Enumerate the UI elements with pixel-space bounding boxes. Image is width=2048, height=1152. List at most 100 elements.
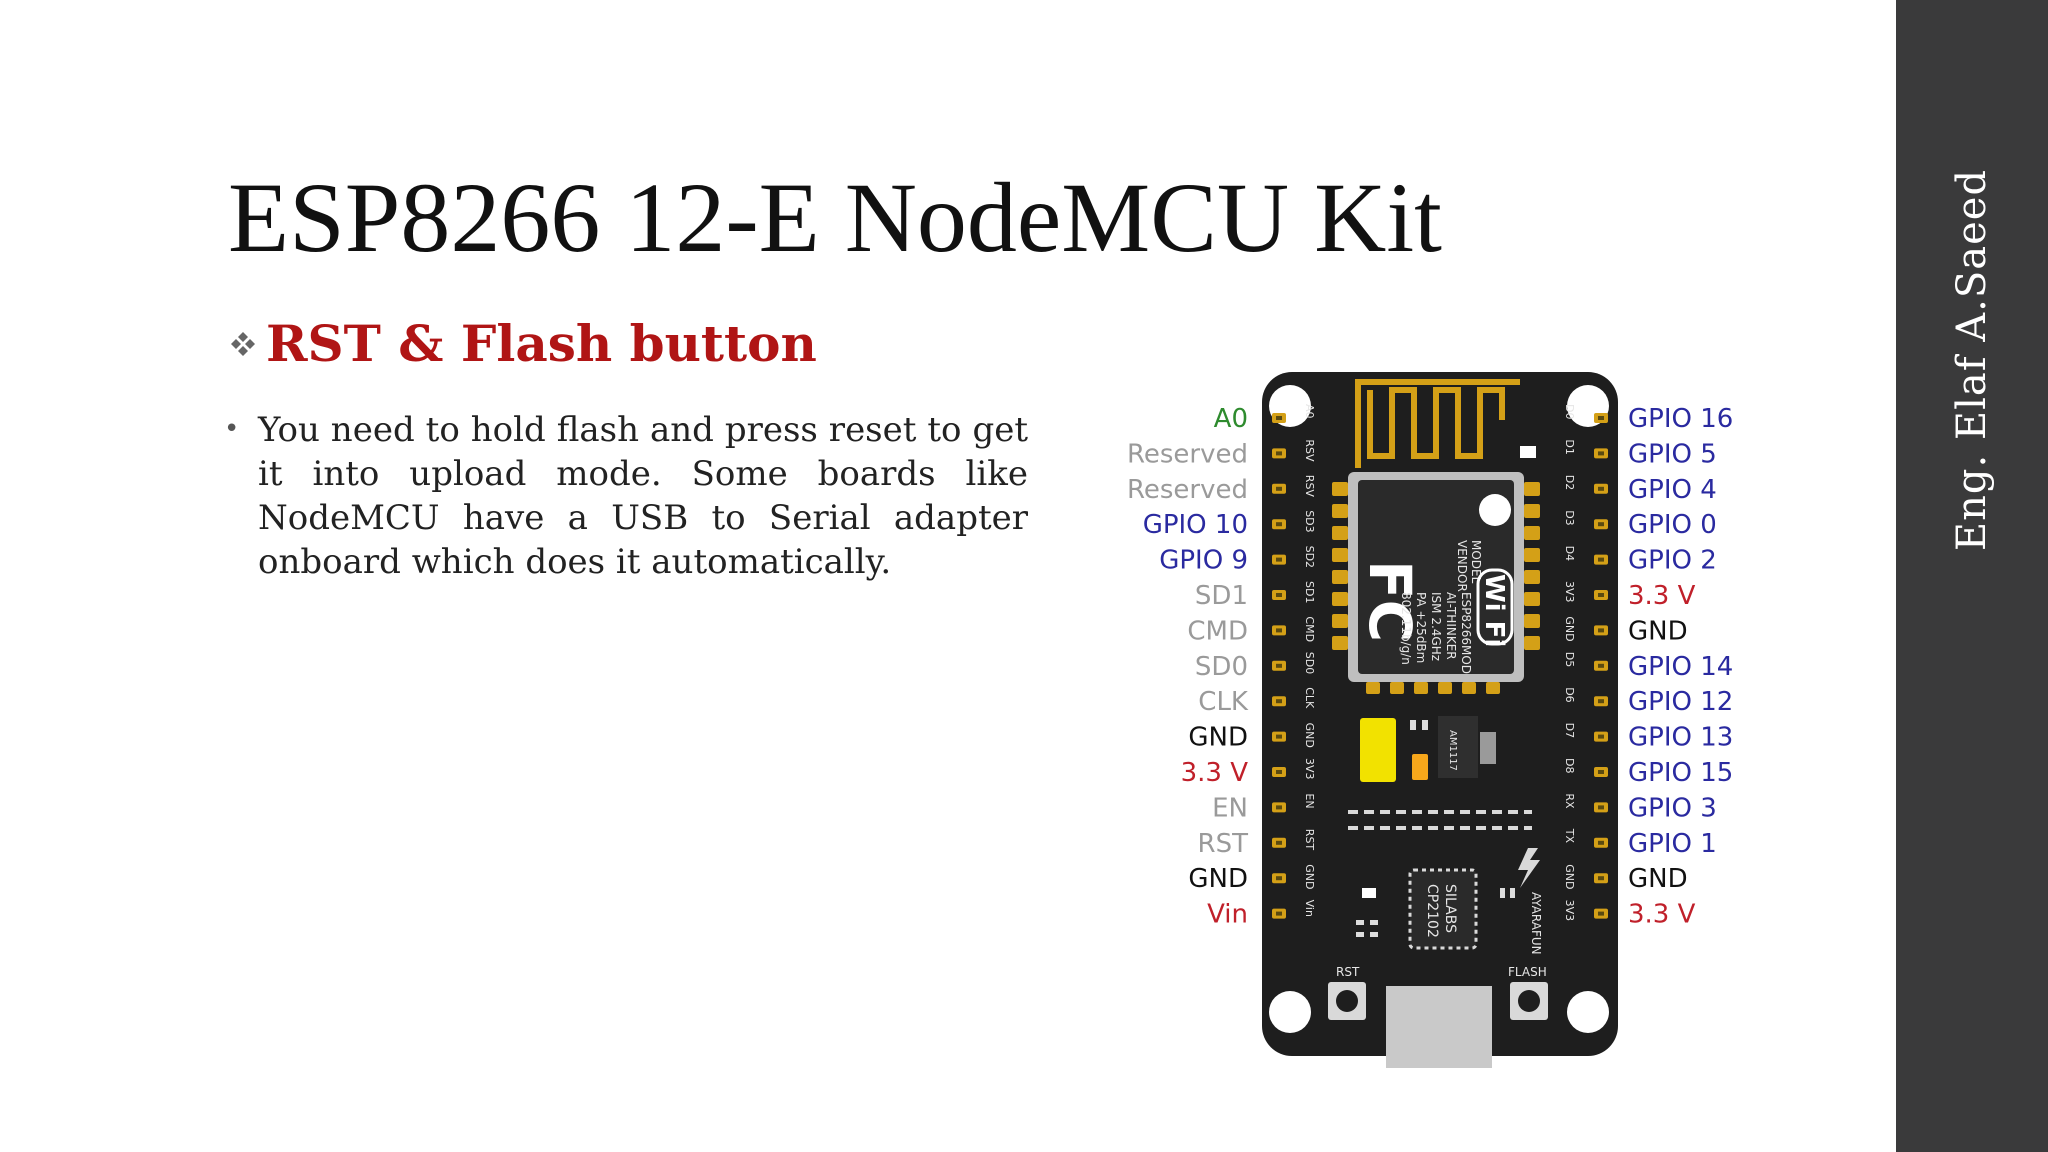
- castellation: [1332, 548, 1348, 562]
- smd-part: [1370, 932, 1378, 937]
- pin-hole: [1598, 840, 1604, 845]
- left-pin-label: Reserved: [1127, 475, 1248, 505]
- right-silkscreen-label: D2: [1563, 475, 1576, 490]
- pin-header-right: [1594, 413, 1608, 919]
- left-pin-label: Reserved: [1127, 439, 1248, 469]
- flash-label: FLASH: [1508, 965, 1547, 979]
- capacitor-small: [1412, 754, 1428, 780]
- module-text-line: 802.11b/g/n: [1399, 592, 1413, 665]
- pin-hole: [1276, 911, 1282, 916]
- maker-logo-icon: [1518, 848, 1540, 888]
- right-silkscreen-label: D8: [1563, 758, 1576, 773]
- castellation: [1524, 548, 1540, 562]
- left-pin-label: CMD: [1187, 616, 1248, 646]
- usb-connector: [1386, 986, 1492, 1068]
- module-text-line: VENDOR: [1455, 540, 1469, 592]
- left-silkscreen-label: CMD: [1303, 616, 1316, 642]
- right-pin-label: GPIO 4: [1628, 475, 1717, 505]
- left-pin-label: EN: [1212, 793, 1248, 823]
- smd-part: [1510, 888, 1515, 898]
- regulator-tab: [1480, 732, 1496, 764]
- pin-hole: [1276, 416, 1282, 420]
- castellation: [1524, 482, 1540, 496]
- left-silkscreen-label: RSV: [1303, 475, 1316, 498]
- pin-hole: [1598, 451, 1604, 456]
- bullet-item: • You need to hold flash and press reset…: [224, 408, 1028, 584]
- pin-hole: [1598, 593, 1604, 597]
- module-castellations-bottom: [1366, 682, 1500, 694]
- castellation: [1332, 526, 1348, 540]
- pin-hole: [1276, 486, 1282, 491]
- castellation: [1414, 682, 1428, 694]
- right-silkscreen-label: 3V3: [1563, 581, 1576, 603]
- pin-hole: [1598, 628, 1604, 633]
- module-castellations-left: [1332, 482, 1348, 650]
- castellation: [1524, 570, 1540, 584]
- right-pin-label: 3.3 V: [1628, 900, 1696, 930]
- left-silkscreen-label: A0: [1303, 404, 1316, 419]
- left-silkscreen-label: Vin: [1303, 900, 1316, 917]
- right-pin-label: GPIO 5: [1628, 439, 1717, 469]
- right-pin-label: GND: [1628, 616, 1688, 646]
- castellation: [1332, 482, 1348, 496]
- flash-button-cap: [1518, 990, 1540, 1012]
- left-pin-label: Vin: [1207, 900, 1248, 930]
- rst-button-cap: [1336, 990, 1358, 1012]
- slide: ESP8266 12-E NodeMCU Kit RST & Flash but…: [224, 162, 1734, 1068]
- left-silkscreen-label: SD1: [1303, 581, 1316, 603]
- castellation: [1524, 592, 1540, 606]
- right-silkscreen-label: GND: [1563, 616, 1576, 641]
- right-silkscreen-label: D1: [1563, 439, 1576, 454]
- pin-hole: [1598, 663, 1604, 668]
- author-name: Eng. Elaf A.Saeed: [1949, 168, 1995, 552]
- right-pin-label: GPIO 16: [1628, 404, 1733, 434]
- pin-hole: [1276, 876, 1282, 881]
- rst-label: RST: [1336, 965, 1360, 979]
- right-pin-label: GPIO 12: [1628, 687, 1733, 717]
- module-text-line: PA +25dBm: [1414, 592, 1428, 663]
- left-pin-label: A0: [1214, 404, 1248, 434]
- pin-hole: [1598, 486, 1604, 491]
- slide-title: ESP8266 12-E NodeMCU Kit: [228, 162, 1442, 273]
- pin-hole: [1276, 557, 1282, 562]
- mounting-hole: [1269, 991, 1311, 1033]
- right-pin-label: 3.3 V: [1628, 581, 1696, 611]
- castellation: [1486, 682, 1500, 694]
- pcb-antenna: [1355, 379, 1520, 468]
- module-text-line: MODEL: [1469, 540, 1483, 584]
- right-pin-label: GPIO 2: [1628, 546, 1717, 576]
- pin-hole: [1276, 734, 1282, 739]
- right-silkscreen-label: TX: [1563, 828, 1576, 844]
- left-silkscreen-label: 3V3: [1303, 758, 1316, 780]
- pin-hole: [1598, 876, 1604, 881]
- castellation: [1524, 526, 1540, 540]
- right-pin-label: GND: [1628, 864, 1688, 894]
- esp-module-inner: [1358, 480, 1514, 674]
- smd-part: [1356, 920, 1364, 925]
- castellation: [1366, 682, 1380, 694]
- pin-hole: [1598, 734, 1604, 739]
- pin-hole: [1276, 805, 1282, 810]
- smd-part: [1362, 888, 1376, 898]
- pin-hole: [1276, 840, 1282, 845]
- capacitor-large: [1360, 718, 1396, 782]
- diamond-bullet-icon: [231, 331, 255, 356]
- pin-hole: [1276, 770, 1282, 774]
- pin-hole: [1598, 805, 1604, 810]
- right-pin-label: GPIO 14: [1628, 652, 1733, 682]
- subheading-text: RST & Flash button: [266, 314, 817, 373]
- module-text-line: ESP8266MOD: [1459, 592, 1473, 674]
- left-silkscreen-label: GND: [1303, 864, 1316, 889]
- pin-hole: [1276, 699, 1282, 704]
- right-silkscreen-label: 3V3: [1563, 900, 1576, 922]
- right-silkscreen-label: D4: [1563, 546, 1576, 561]
- right-pin-label: GPIO 13: [1628, 723, 1733, 753]
- wifi-logo-box: [1476, 568, 1514, 646]
- castellation: [1332, 636, 1348, 650]
- castellation: [1332, 614, 1348, 628]
- wifi-logo: Wi Fi: [1479, 574, 1509, 647]
- maker-label: AYARAFUN: [1529, 892, 1543, 955]
